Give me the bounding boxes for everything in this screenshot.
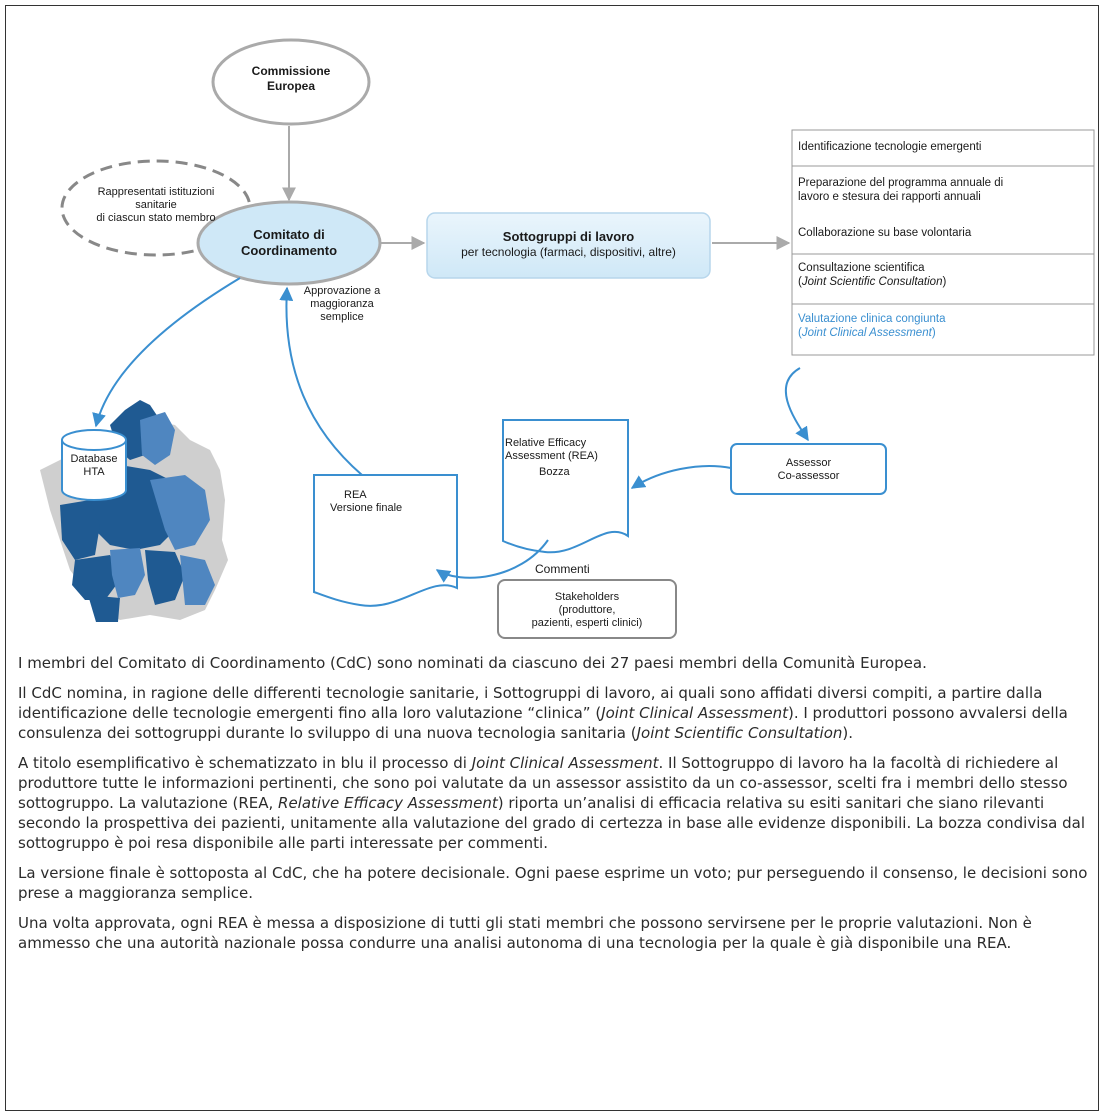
paragraph-1: I membri del Comitato di Coordinamento (… [18,654,927,672]
arrow-comitato-database [92,277,241,428]
arrow-final-comitato [279,286,363,476]
arrow-assessor-draft [630,465,732,489]
task-panel [791,129,1095,356]
rea-final-doc [313,474,458,607]
approvazione-label: Approvazione a maggioranza semplice [303,285,381,323]
paragraph-5: Una volta approvata, ogni REA è messa a … [18,914,1032,952]
sottogruppi-node [426,212,711,279]
rea-draft-doc [502,419,629,554]
commissione-node [211,38,371,126]
body-text: I membri del Comitato di Coordinamento (… [18,653,1088,963]
stakeholders-node [497,579,677,639]
task-programma: Preparazione del programma annuale di la… [798,177,1004,203]
comitato-node [196,200,382,286]
task-emergenti: Identificazione tecnologie emergenti [798,141,982,153]
assessor-label: Assessor Co-assessor [777,457,840,482]
rea-final-label: REA Versione finale [330,489,403,514]
database-cylinder [61,429,127,501]
task-consultazione: Consultazione scientifica (Joint Scienti… [798,262,947,288]
stakeholders-label: Stakeholders (produttore, pazienti, espe… [531,591,643,629]
database-label: Database HTA [70,453,118,478]
assessor-node [730,443,887,495]
commissione-label: Commissione Europea [251,64,331,93]
arrow-panel-assessor [784,367,809,442]
task-collaborazione: Collaborazione su base volontaria [798,227,972,239]
rea-draft-label: Relative Efficacy Assessment (REA) Bozza [505,437,598,478]
figure-frame [5,5,1099,1111]
sottogruppi-label: Sottogruppi di lavoro per tecnologia (fa… [461,229,676,259]
arrow-draft-final [435,539,549,583]
comitato-label: Comitato di Coordinamento [240,227,338,258]
process-diagram [40,38,1095,639]
paragraph-3: A titolo esemplificativo è schematizzato… [18,754,1086,852]
rappresentanti-label: Rappresentati istituzioni sanitarie di c… [96,186,216,224]
task-panel-text: Identificazione tecnologie emergenti Pre… [792,130,1094,355]
task-valutazione: Valutazione clinica congiunta (Joint Cli… [798,313,946,339]
commenti-label: Commenti [535,562,590,576]
paragraph-2: Il CdC nomina, in ragione delle differen… [18,684,1068,742]
paragraph-4: La versione finale è sottoposta al CdC, … [18,864,1088,902]
